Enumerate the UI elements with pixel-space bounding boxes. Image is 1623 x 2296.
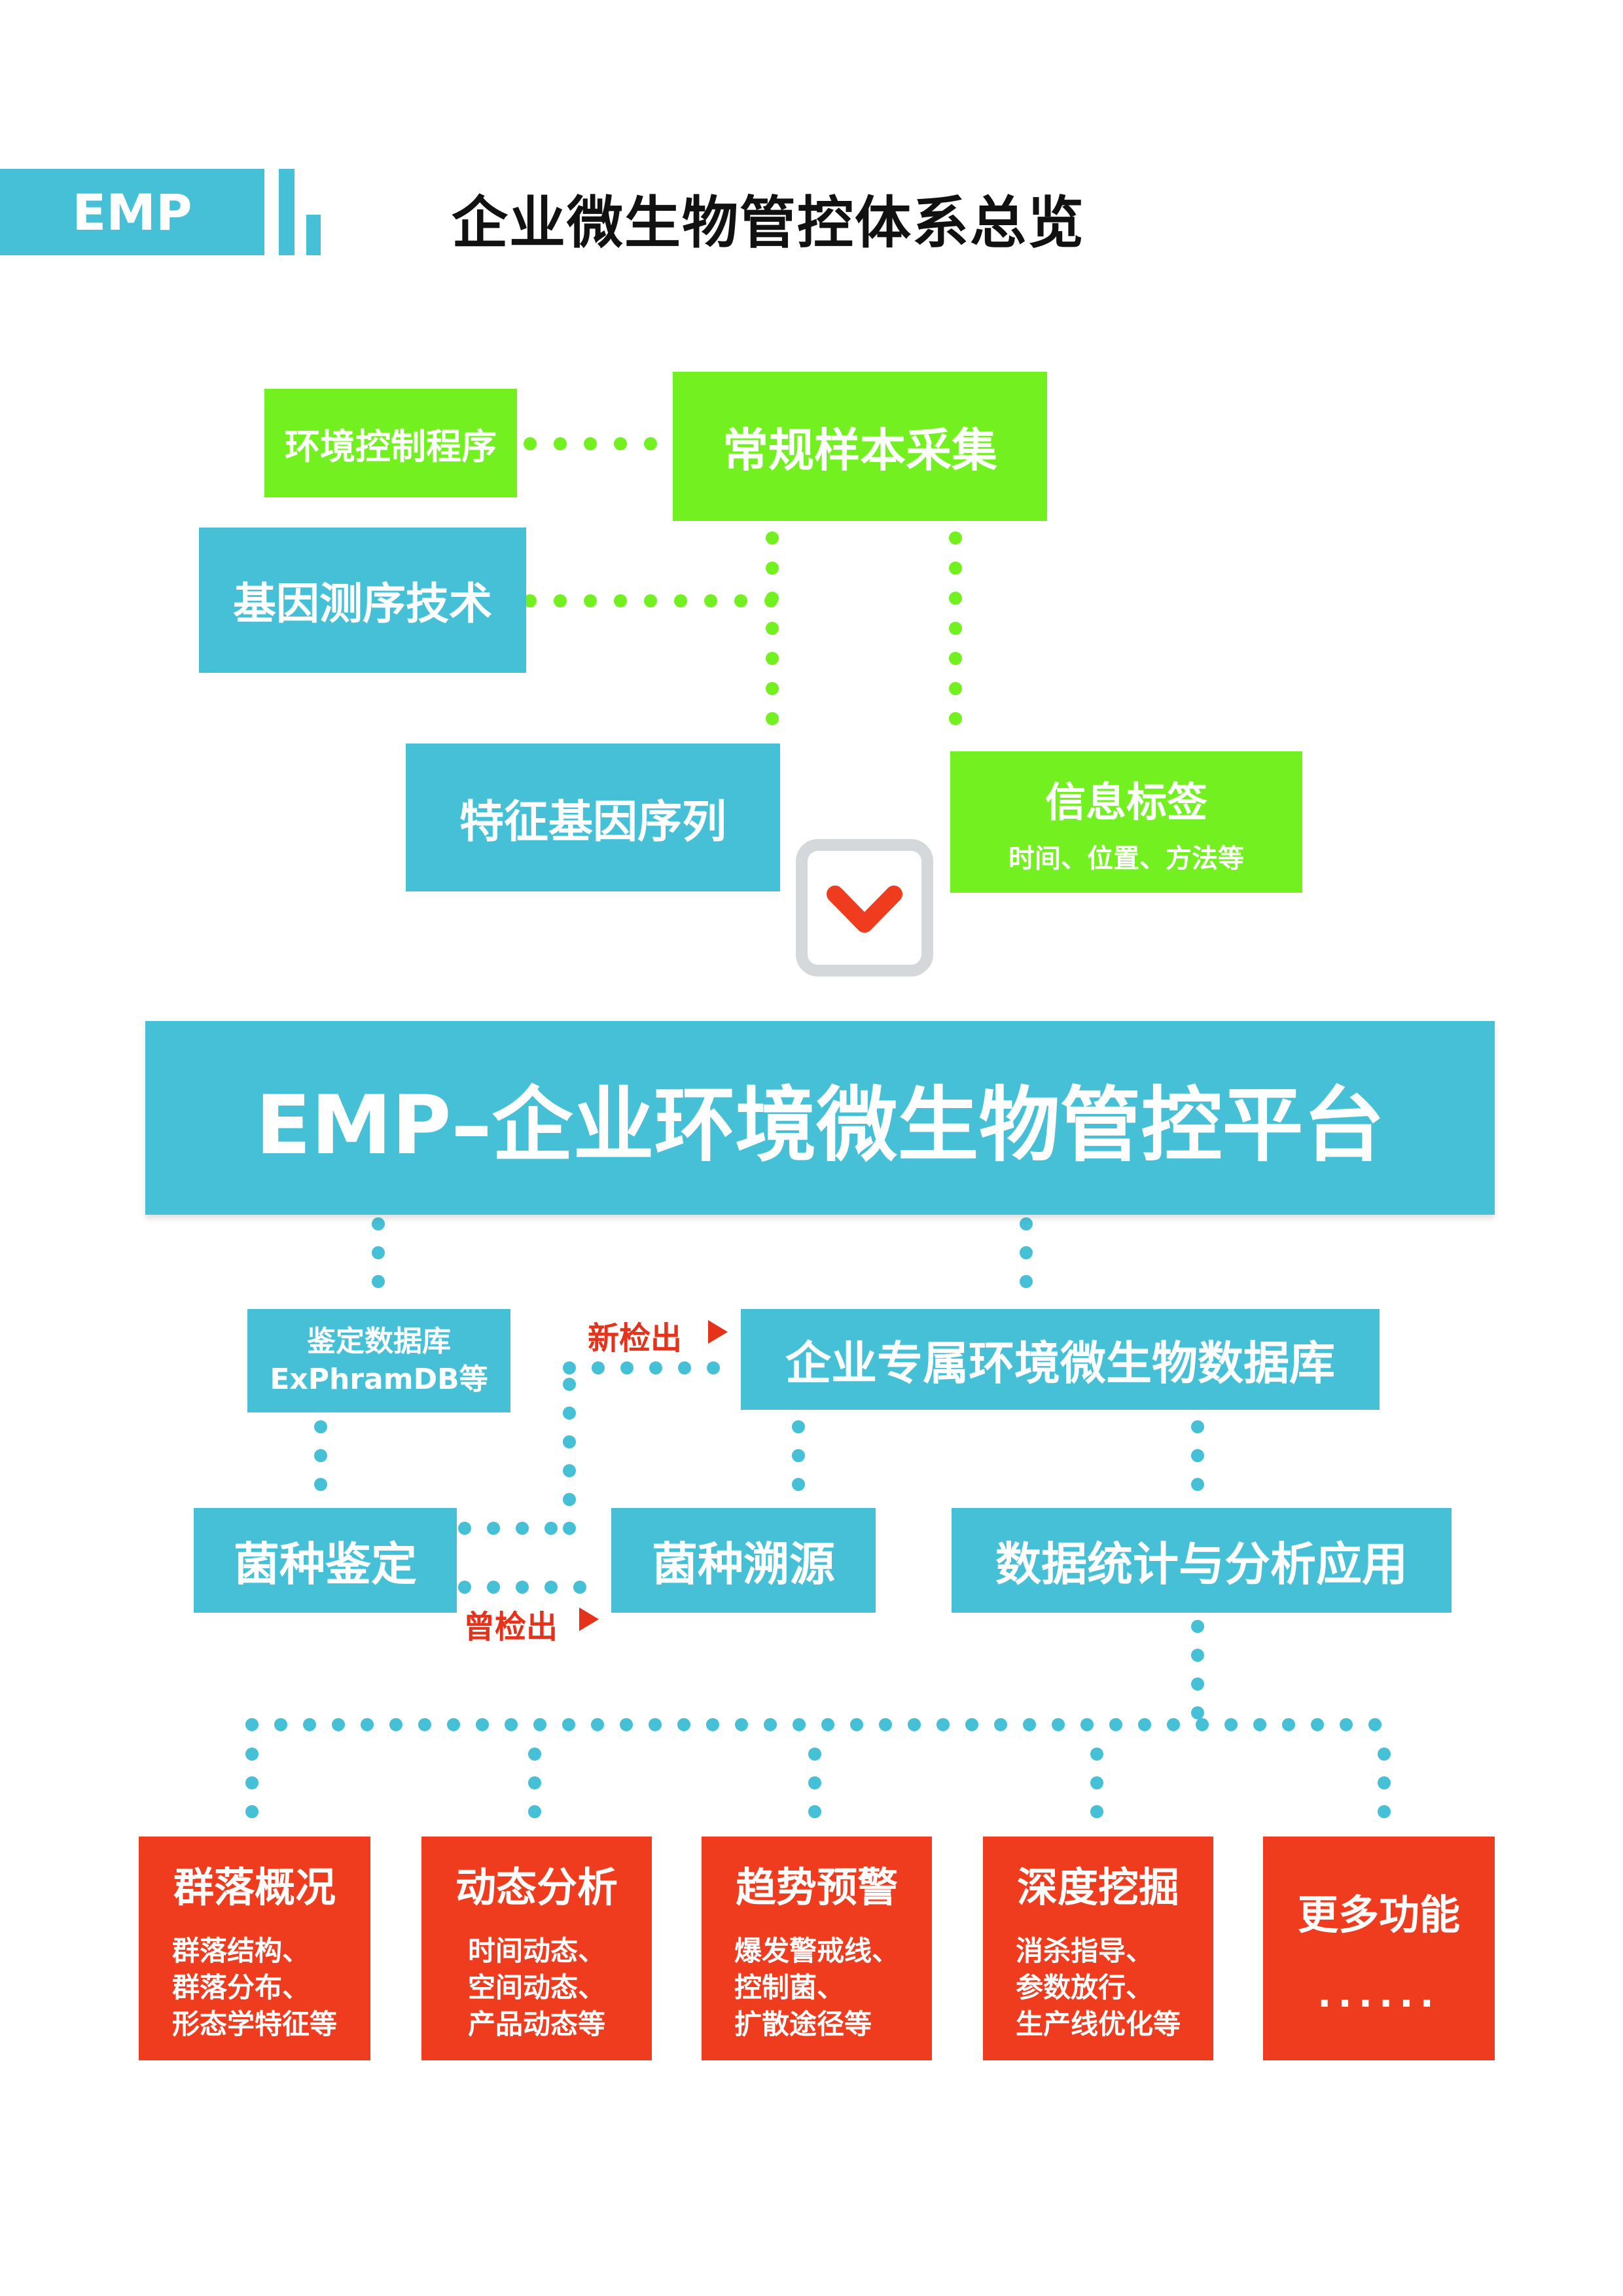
header-bar-1: [279, 169, 294, 255]
data-analysis-box: 数据统计与分析应用: [952, 1508, 1452, 1613]
function-desc: 群落结构、 群落分布、 形态学特征等: [171, 1935, 337, 2040]
info-tag-box: 信息标签 时间、位置、方法等: [950, 751, 1302, 893]
routine-sampling-label: 常规样本采集: [722, 423, 997, 477]
page-title: 企业微生物管控体系总览: [452, 190, 1085, 256]
function-card-community: 群落概况 群落结构、 群落分布、 形态学特征等: [139, 1837, 370, 2060]
platform-title: EMP–企业环境微生物管控平台: [255, 1079, 1385, 1173]
function-card-trend: 趋势预警 爆发警戒线、 控制菌、 扩散途径等: [702, 1837, 932, 2060]
enterprise-db-label: 企业专属环境微生物数据库: [785, 1336, 1335, 1390]
header-bar-2: [306, 215, 321, 255]
id-database-label: 鉴定数据库 ExPhramDB等: [270, 1325, 488, 1396]
function-desc: 时间动态、 空间动态、 产品动态等: [467, 1935, 605, 2040]
env-control-label: 环境控制程序: [285, 425, 497, 467]
enterprise-db-box: 企业专属环境微生物数据库: [741, 1309, 1380, 1410]
info-tag-label: 信息标签: [1044, 778, 1207, 826]
strain-trace-label: 菌种溯源: [652, 1537, 835, 1591]
header-tag: EMP: [0, 169, 264, 255]
strain-trace-box: 菌种溯源: [611, 1508, 876, 1613]
info-tag-detail: 时间、位置、方法等: [1008, 844, 1244, 874]
gene-sequencing-box: 基因测序技术: [199, 528, 526, 673]
gene-sequencing-label: 基因测序技术: [233, 579, 492, 629]
new-detected-label: 新检出: [588, 1320, 683, 1357]
function-card-dynamic: 动态分析 时间动态、 空间动态、 产品动态等: [421, 1837, 652, 2060]
strain-id-label: 菌种鉴定: [234, 1537, 417, 1591]
function-card-mining: 深度挖掘 消杀指导、 参数放行、 生产线优化等: [983, 1837, 1213, 2060]
strain-id-box: 菌种鉴定: [194, 1508, 457, 1613]
function-title: 动态分析: [455, 1863, 618, 1911]
feature-sequence-box: 特征基因序列: [406, 744, 780, 891]
function-desc: 爆发警戒线、 控制菌、 扩散途径等: [734, 1935, 899, 2040]
chevron-down-icon: [796, 839, 933, 977]
env-control-box: 环境控制程序: [264, 389, 517, 497]
function-desc: ......: [1317, 1973, 1440, 2016]
function-title: 深度挖掘: [1016, 1863, 1179, 1911]
id-database-box: 鉴定数据库 ExPhramDB等: [247, 1309, 510, 1412]
data-analysis-label: 数据统计与分析应用: [995, 1537, 1408, 1591]
function-title: 趋势预警: [735, 1863, 898, 1911]
function-desc: 消杀指导、 参数放行、 生产线优化等: [1015, 1935, 1181, 2040]
function-title: 更多功能: [1297, 1890, 1460, 1939]
routine-sampling-box: 常规样本采集: [673, 372, 1047, 521]
function-card-more: 更多功能 ......: [1263, 1837, 1495, 2060]
platform-banner: EMP–企业环境微生物管控平台: [145, 1021, 1495, 1215]
feature-sequence-label: 特征基因序列: [459, 796, 726, 848]
prev-detected-label: 曾检出: [463, 1609, 558, 1645]
prev-arrow-head: [579, 1607, 599, 1631]
new-arrow-head: [708, 1320, 728, 1344]
function-title: 群落概况: [173, 1863, 336, 1911]
